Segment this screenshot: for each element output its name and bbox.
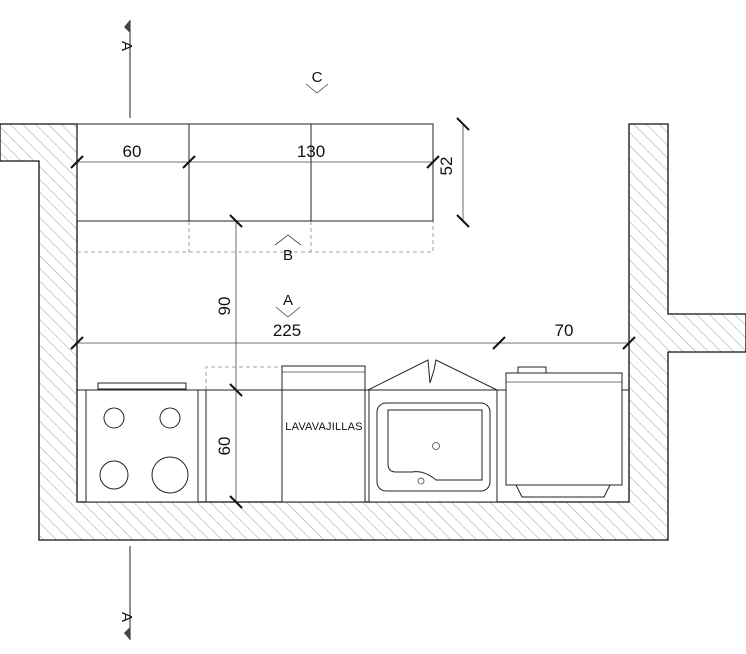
- upper-right-width-label: 130: [297, 142, 325, 161]
- room-depth-dimension: [229, 214, 243, 509]
- cooktop: [85, 382, 199, 503]
- upper-cabinet-projection: [77, 221, 434, 253]
- fridge-width-label: 70: [555, 321, 574, 340]
- dishwasher: [281, 365, 366, 503]
- section-a-bottom-label: A: [118, 612, 135, 622]
- upper-cabinets: [76, 123, 434, 253]
- section-line-a-top: [124, 20, 131, 118]
- upper-cabinet-right-a: [188, 123, 312, 222]
- section-a-mid-label: A: [283, 292, 293, 309]
- counter-length-label: 225: [273, 321, 301, 340]
- upper-dimension-ticks: [70, 117, 470, 228]
- refrigerator: [505, 366, 623, 498]
- section-marker-a-mid: [275, 306, 301, 318]
- dishwasher-label: LAVAVAJILLAS: [285, 421, 362, 433]
- section-line-a-bottom: [124, 546, 131, 640]
- section-marker-c: [305, 83, 329, 94]
- upper-depth-label: 52: [437, 157, 456, 176]
- faucet-icon: [417, 477, 425, 485]
- upper-cabinet-left: [76, 123, 190, 222]
- burner-icon: [103, 407, 125, 429]
- drain-icon: [432, 442, 440, 450]
- section-marker-b: [274, 234, 302, 246]
- sink: [367, 359, 498, 503]
- section-b-label: B: [283, 247, 293, 264]
- burner-icon: [151, 456, 189, 494]
- section-a-top-label: A: [118, 41, 135, 51]
- base-cabinet: [205, 366, 282, 502]
- room-depth-label: 90: [215, 297, 234, 316]
- upper-cabinet-right-b: [310, 123, 434, 222]
- burner-icon: [159, 407, 181, 429]
- base-depth-label: 60: [215, 437, 234, 456]
- upper-left-width-label: 60: [123, 142, 142, 161]
- counter-dimension: [70, 336, 636, 350]
- section-c-label: C: [312, 69, 323, 86]
- burner-icon: [99, 460, 129, 490]
